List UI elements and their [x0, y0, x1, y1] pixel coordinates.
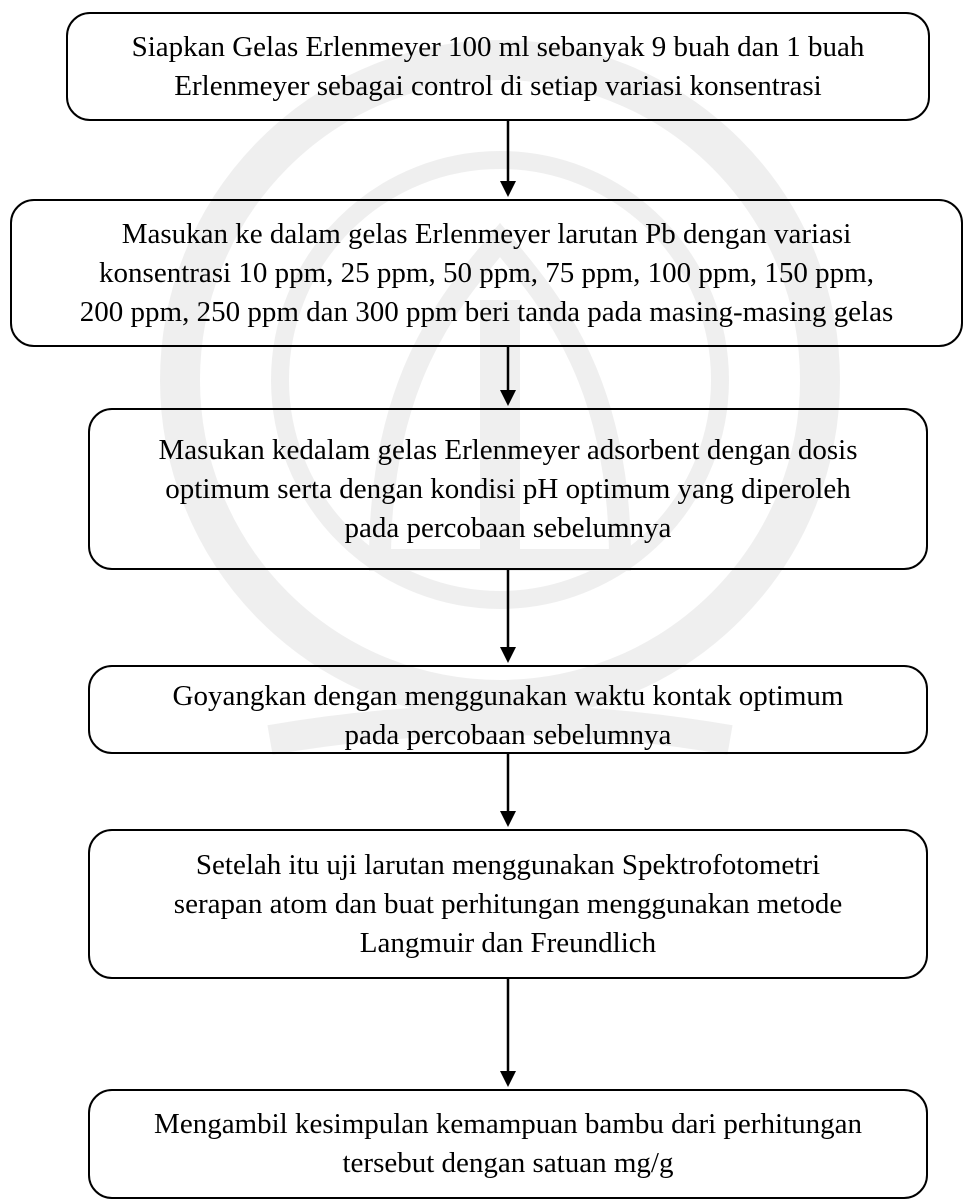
flow-step-2: Masukan ke dalam gelas Erlenmeyer laruta… [10, 199, 963, 347]
arrow-3-to-4 [500, 570, 516, 663]
arrow-4-to-5 [500, 754, 516, 827]
flow-step-6-text: Mengambil kesimpulan kemampuan bambu dar… [154, 1108, 862, 1179]
flow-step-6: Mengambil kesimpulan kemampuan bambu dar… [88, 1089, 928, 1199]
flow-step-1: Siapkan Gelas Erlenmeyer 100 ml sebanyak… [66, 12, 930, 121]
flow-step-4: Goyangkan dengan menggunakan waktu konta… [88, 665, 928, 754]
flow-step-2-text: Masukan ke dalam gelas Erlenmeyer laruta… [79, 217, 894, 328]
flow-step-5: Setelah itu uji larutan menggunakan Spek… [88, 829, 928, 979]
flow-step-4-text: Goyangkan dengan menggunakan waktu konta… [172, 680, 844, 751]
flow-step-1-text: Siapkan Gelas Erlenmeyer 100 ml sebanyak… [131, 30, 865, 102]
flow-step-5-text: Setelah itu uji larutan menggunakan Spek… [173, 848, 843, 959]
arrow-1-to-2 [500, 121, 516, 197]
arrow-2-to-3 [500, 347, 516, 406]
flow-step-3: Masukan kedalam gelas Erlenmeyer adsorbe… [88, 408, 928, 570]
arrow-5-to-6 [500, 979, 516, 1087]
flow-step-3-text: Masukan kedalam gelas Erlenmeyer adsorbe… [158, 433, 858, 544]
